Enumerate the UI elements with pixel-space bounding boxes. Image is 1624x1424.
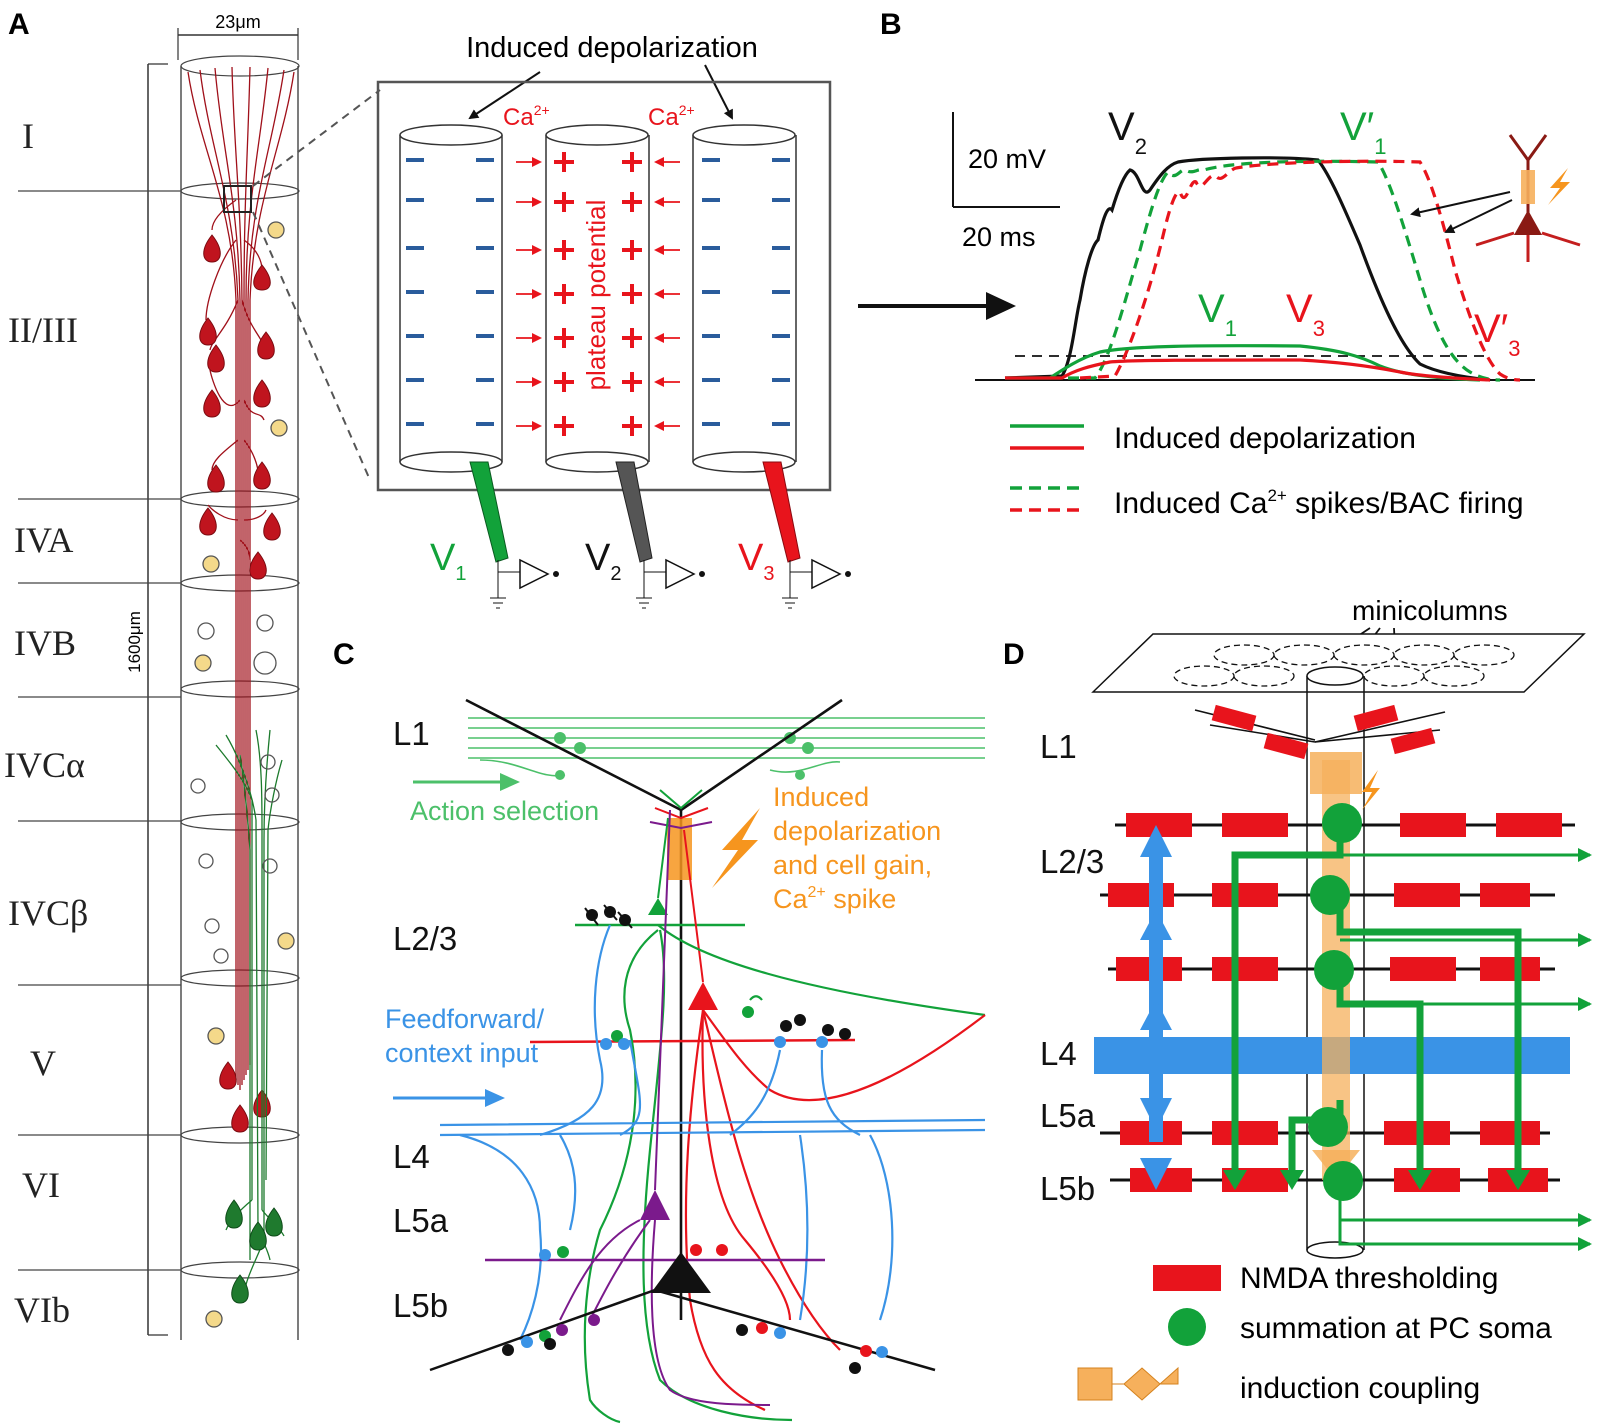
electrode-v3: V3 xyxy=(738,461,851,609)
c-layer-L5a: L5a xyxy=(393,1202,449,1239)
scale-ms: 20 ms xyxy=(962,222,1036,252)
trace-v3 xyxy=(1005,358,1491,382)
layer-label-IVA: IVA xyxy=(14,520,73,560)
c-layer-L5b: L5b xyxy=(393,1287,448,1324)
layer-label-VI: VI xyxy=(22,1165,60,1205)
layer-label-IVCa: IVCα xyxy=(4,745,85,785)
svg-text:Ca2+: Ca2+ xyxy=(648,102,695,131)
d-layer-L5b: L5b xyxy=(1040,1170,1095,1207)
d-layer-L1: L1 xyxy=(1040,728,1077,765)
voltage-traces xyxy=(1004,156,1521,382)
svg-text:V3: V3 xyxy=(1286,287,1325,341)
trace-v2 xyxy=(1004,156,1491,382)
action-selection-label: Action selection xyxy=(410,796,599,826)
panel-a-letter: A xyxy=(8,8,30,41)
layer-label-V: V xyxy=(30,1043,56,1083)
label-v3-sub: 3 xyxy=(1313,316,1325,341)
svg-text:V′1: V′1 xyxy=(1340,105,1386,159)
legend-summation: summation at PC soma xyxy=(1240,1312,1552,1345)
charges xyxy=(406,152,790,436)
layer-label-II-III: II/III xyxy=(8,310,78,350)
label-v3p-sub: 3 xyxy=(1508,336,1520,361)
ca-right-sup: 2+ xyxy=(679,102,695,118)
panel-c-letter: C xyxy=(333,638,355,671)
d-layer-L4: L4 xyxy=(1040,1035,1077,1072)
panel-d-legend: NMDA thresholding summation at PC soma i… xyxy=(1077,1262,1552,1405)
neuron-icon xyxy=(1475,134,1581,262)
svg-text:V2: V2 xyxy=(585,537,621,585)
v2-sub: 2 xyxy=(610,563,621,585)
trace-v3p xyxy=(1079,159,1521,382)
inset-title: Induced depolarization xyxy=(466,32,758,64)
panel-b-legend: Induced depolarization Induced Ca2+ spik… xyxy=(1010,422,1524,520)
svg-text:Induced Ca2+ spikes/BAC firing: Induced Ca2+ spikes/BAC firing xyxy=(1114,486,1524,520)
legend-nmda: NMDA thresholding xyxy=(1240,1262,1498,1295)
label-v1p: V′ xyxy=(1340,105,1374,149)
v1-label: V xyxy=(430,537,456,579)
induced-line2: depolarization xyxy=(773,816,941,846)
ca-spike-sup: 2+ xyxy=(808,884,826,901)
ca-left: Ca xyxy=(503,104,534,131)
ca-right: Ca xyxy=(648,104,679,131)
svg-text:V3: V3 xyxy=(738,537,774,585)
svg-text:Ca2+ spike: Ca2+ spike xyxy=(773,884,896,914)
panel-b: B 20 mV 20 ms V2 V′1 V1 V3 V′3 xyxy=(858,8,1581,520)
svg-text:V1: V1 xyxy=(430,537,466,585)
d-layer-L23: L2/3 xyxy=(1040,843,1104,880)
svg-text:V′3: V′3 xyxy=(1474,307,1520,361)
label-v1p-sub: 1 xyxy=(1374,134,1386,159)
synapse-dots xyxy=(502,1006,888,1374)
label-v3p: V′ xyxy=(1474,307,1508,351)
c-layer-L23: L2/3 xyxy=(393,920,457,957)
legend-depolarization: Induced depolarization xyxy=(1114,422,1416,455)
legend-ca-after: spikes/BAC firing xyxy=(1287,487,1524,520)
v3-sub: 3 xyxy=(763,563,774,585)
v1-sub: 1 xyxy=(455,563,466,585)
label-v1-sub: 1 xyxy=(1225,316,1237,341)
minicolumns-label: minicolumns xyxy=(1352,595,1508,626)
scale-mv: 20 mV xyxy=(968,144,1046,174)
legend-induction: induction coupling xyxy=(1240,1372,1480,1405)
layer-label-IVCb: IVCβ xyxy=(8,893,88,933)
panel-c: C L1 L2/3 L4 L5a L5b xyxy=(333,638,986,1424)
panel-inset: Induced depolarization Ca2+ Ca2+ xyxy=(376,32,851,609)
v2-label: V xyxy=(585,537,611,579)
electrode-v2: V2 xyxy=(585,461,705,609)
label-v3: V xyxy=(1286,287,1313,331)
d-layer-L5a: L5a xyxy=(1040,1097,1096,1134)
panel-d-letter: D xyxy=(1003,638,1025,671)
dendrite-bundle xyxy=(187,66,295,1090)
layer-label-VIb: VIb xyxy=(14,1290,70,1330)
legend-ca-spikes: Induced Ca xyxy=(1114,487,1268,520)
electrode-v1: V1 xyxy=(430,461,559,609)
width-scale-label: 23μm xyxy=(215,12,260,32)
c-layer-L4: L4 xyxy=(393,1138,430,1175)
ca-left-sup: 2+ xyxy=(534,102,550,118)
legend-ca-sup: 2+ xyxy=(1267,486,1286,505)
trace-v1p xyxy=(1050,159,1501,382)
label-v1: V xyxy=(1198,287,1225,331)
label-v2: V xyxy=(1108,105,1135,149)
layer-label-IVB: IVB xyxy=(14,623,76,663)
feedforward-line1: Feedforward/ xyxy=(385,1004,545,1034)
panel-b-letter: B xyxy=(880,8,902,41)
c-layer-L1: L1 xyxy=(393,715,430,752)
height-scale-label: 1600μm xyxy=(125,611,144,673)
panel-d: D minicolumns L1 L2/3 L4 L5a L5b xyxy=(1003,595,1592,1405)
ca-spike-post: spike xyxy=(826,884,897,914)
layer-label-I: I xyxy=(22,116,34,156)
plateau-label: plateau potential xyxy=(581,200,611,391)
ca-spike-pre: Ca xyxy=(773,884,808,914)
svg-text:V1: V1 xyxy=(1198,287,1237,341)
induced-line1: Induced xyxy=(773,782,869,812)
green-dendrites xyxy=(215,729,285,1286)
feedforward-line2: context input xyxy=(385,1038,539,1068)
panel-a: A 23μm 1600μm I II/III IVA xyxy=(4,8,381,1340)
svg-text:V2: V2 xyxy=(1108,105,1147,159)
label-v2-sub: 2 xyxy=(1135,134,1147,159)
svg-text:Ca2+: Ca2+ xyxy=(503,102,550,131)
induced-line3: and cell gain, xyxy=(773,850,932,880)
v3-label: V xyxy=(738,537,764,579)
